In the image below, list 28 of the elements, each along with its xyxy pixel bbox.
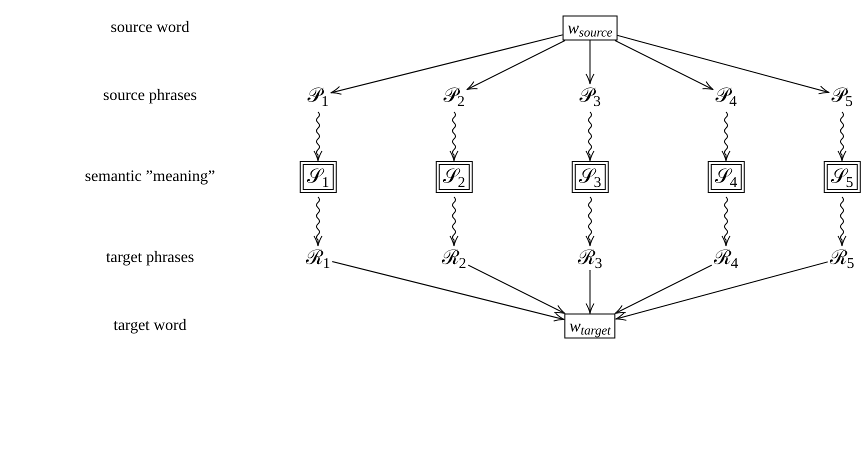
row-label: target phrases [106, 248, 194, 268]
double-framed-box [708, 161, 744, 193]
double-framed-box [824, 161, 860, 193]
double-framed-box [300, 161, 336, 193]
math-symbol: ℛ$_{3}$ [578, 248, 602, 268]
math-symbol: 𝒫$_{2}$ [443, 86, 465, 106]
math-symbol: 𝒫$_{3}$ [579, 86, 601, 106]
math-symbol: 𝒮$_{1}$ [306, 167, 330, 187]
word-box [562, 16, 618, 40]
row-label: target word [114, 316, 186, 336]
math-symbol: ℛ$_{1}$ [306, 248, 330, 268]
word-box [564, 314, 616, 338]
math-symbol: 𝒮$_{5}$ [830, 167, 854, 187]
row-label: source word [110, 18, 190, 38]
math-symbol: 𝒫$_{4}$ [715, 86, 737, 106]
math-symbol: ℛ$_{4}$ [714, 248, 738, 268]
math-symbol: w$_{source}$ [568, 20, 612, 36]
math-symbol: 𝒫$_{5}$ [831, 86, 853, 106]
math-symbol: 𝒮$_{2}$ [442, 167, 466, 187]
math-symbol: 𝒫$_{1}$ [307, 86, 329, 106]
math-symbol: 𝒮$_{3}$ [578, 167, 602, 187]
math-symbol: ℛ$_{2}$ [442, 248, 466, 268]
row-label: semantic ”meaning” [84, 167, 216, 187]
double-framed-box [572, 161, 608, 193]
math-symbol: ℛ$_{5}$ [830, 248, 854, 268]
row-label: source phrases [103, 86, 197, 106]
double-framed-box [436, 161, 472, 193]
math-symbol: 𝒮$_{4}$ [714, 167, 738, 187]
